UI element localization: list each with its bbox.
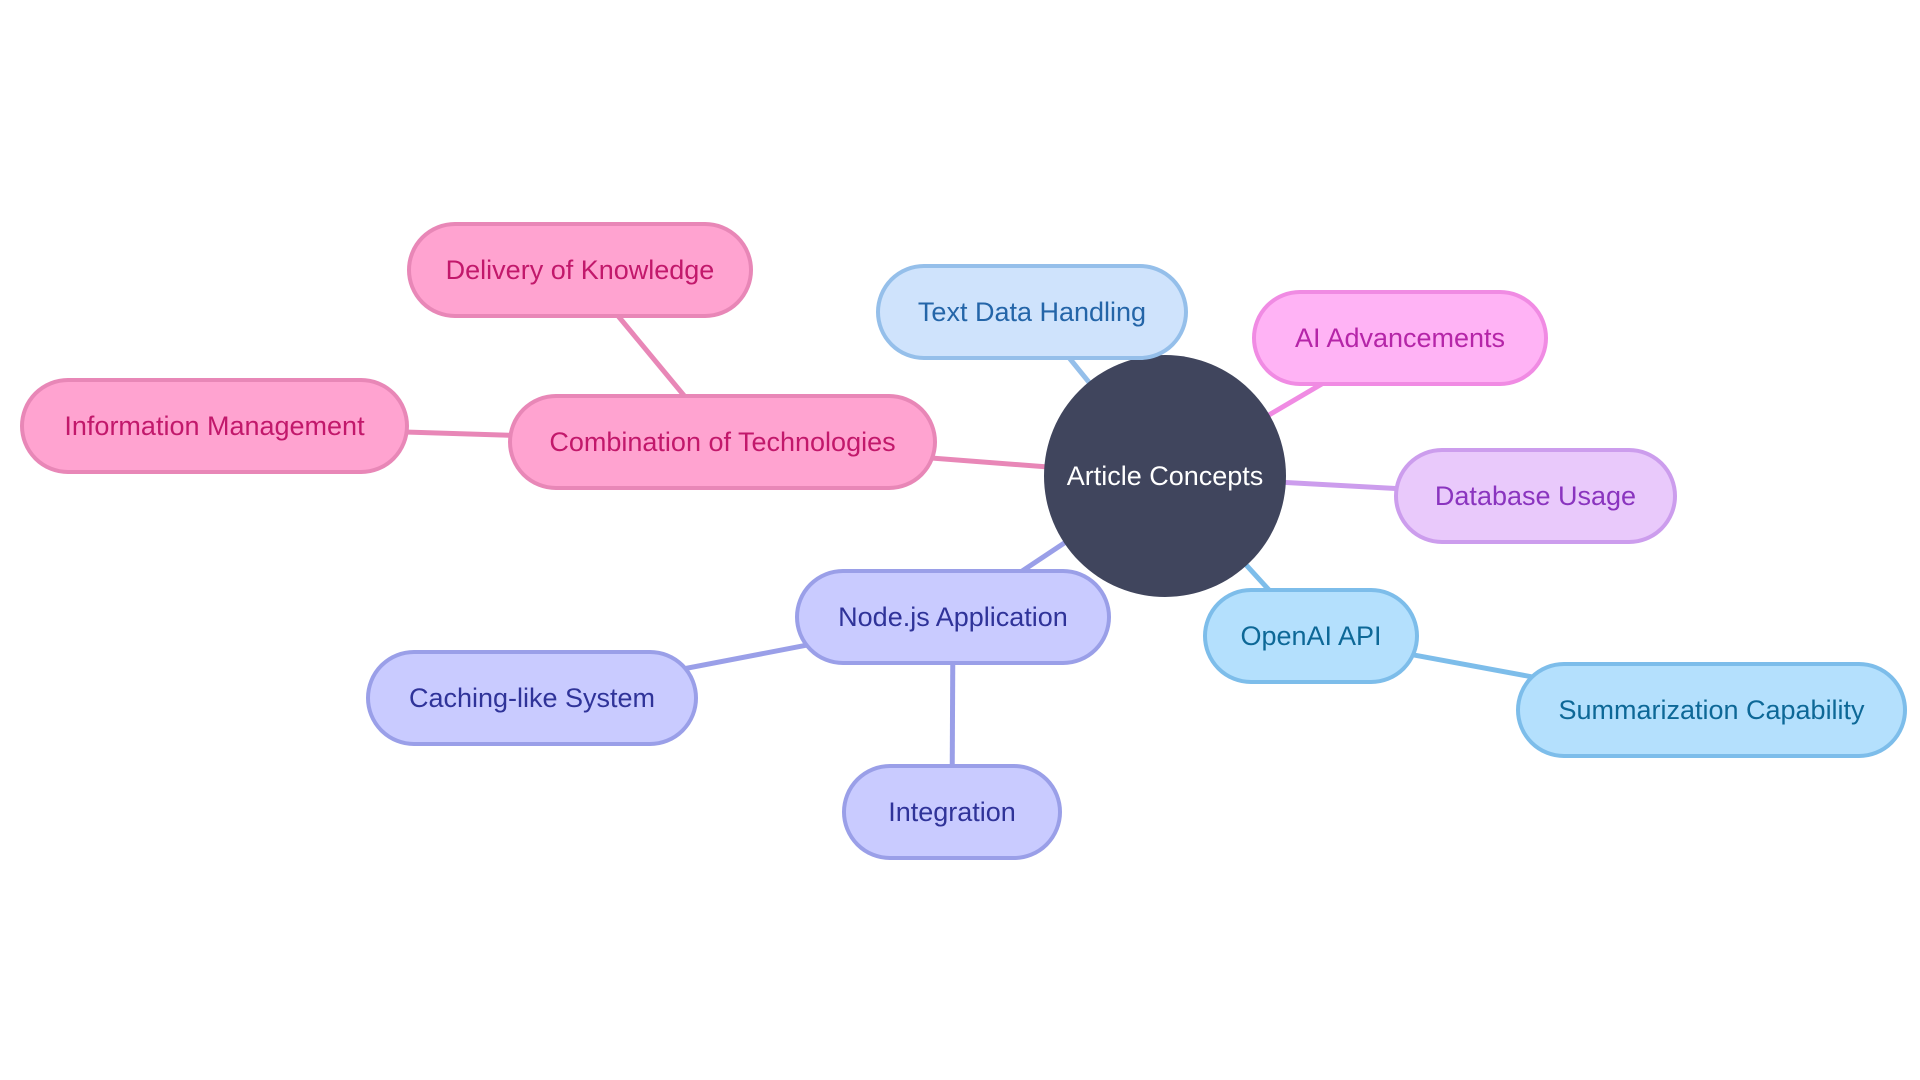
root-node-label: Article Concepts [1066,460,1264,491]
node-label: Caching-like System [408,682,656,713]
node-label: Delivery of Knowledge [445,254,715,285]
node-label: Node.js Application [838,601,1068,632]
node-caching-like-system[interactable]: Caching-like System [366,650,698,746]
node-integration[interactable]: Integration [842,764,1062,860]
node-label: OpenAI API [1240,620,1382,651]
node-label: AI Advancements [1294,322,1506,353]
node-information-management[interactable]: Information Management [20,378,409,474]
node-database-usage[interactable]: Database Usage [1394,448,1677,544]
node-label: Database Usage [1434,480,1637,511]
node-label: Summarization Capability [1558,694,1865,725]
node-nodejs-application[interactable]: Node.js Application [795,569,1111,665]
node-delivery-of-knowledge[interactable]: Delivery of Knowledge [407,222,753,318]
node-label: Information Management [64,410,365,441]
node-label: Combination of Technologies [549,426,896,457]
node-ai-advancements[interactable]: AI Advancements [1252,290,1548,386]
root-node-article-concepts[interactable]: Article Concepts [1044,355,1286,597]
node-label: Integration [888,796,1016,827]
node-summarization-capability[interactable]: Summarization Capability [1516,662,1907,758]
node-openai-api[interactable]: OpenAI API [1203,588,1419,684]
node-text-data-handling[interactable]: Text Data Handling [876,264,1188,360]
node-combination-of-technologies[interactable]: Combination of Technologies [508,394,937,490]
node-label: Text Data Handling [917,296,1147,327]
